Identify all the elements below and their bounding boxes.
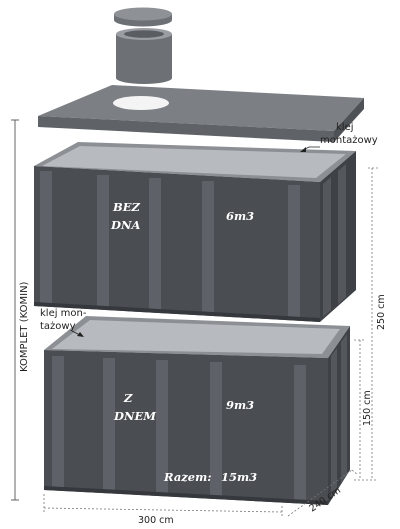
total-height-label: 250 cm bbox=[376, 294, 387, 330]
upper-module-name-line2: DNA bbox=[110, 218, 140, 232]
total-value: 15m3 bbox=[221, 470, 257, 484]
manhole-assembly bbox=[114, 7, 172, 84]
glue-label-top-line1: klej bbox=[336, 122, 354, 133]
upper-module bbox=[34, 142, 356, 322]
glue-label-left-line1: klej mon- bbox=[40, 308, 87, 319]
upper-module-name-line1: BEZ bbox=[112, 200, 140, 214]
depth-dimension-line bbox=[287, 469, 359, 517]
glue-label-top-line2: montażowy bbox=[320, 135, 378, 146]
width-dimension-line bbox=[43, 494, 283, 516]
lower-module-volume: 9m3 bbox=[226, 398, 254, 412]
glue-top-arrow bbox=[300, 146, 320, 152]
komplet-label: KOMPLET (KOMIN) bbox=[19, 281, 30, 372]
lower-module-name-line1: Z bbox=[123, 391, 133, 405]
lid-slab bbox=[38, 85, 364, 142]
height-dimension-lines bbox=[354, 167, 378, 481]
lower-height-label: 150 cm bbox=[362, 390, 373, 426]
lower-module-name-line2: DNEM bbox=[113, 409, 157, 423]
upper-module-volume: 6m3 bbox=[226, 209, 254, 223]
glue-left-arrow bbox=[71, 330, 84, 337]
total-label: Razem: bbox=[163, 470, 212, 484]
width-label: 300 cm bbox=[138, 515, 174, 526]
glue-label-left-line2: tażowy bbox=[40, 321, 76, 332]
lower-module bbox=[44, 316, 350, 505]
komplet-bracket bbox=[11, 119, 19, 501]
